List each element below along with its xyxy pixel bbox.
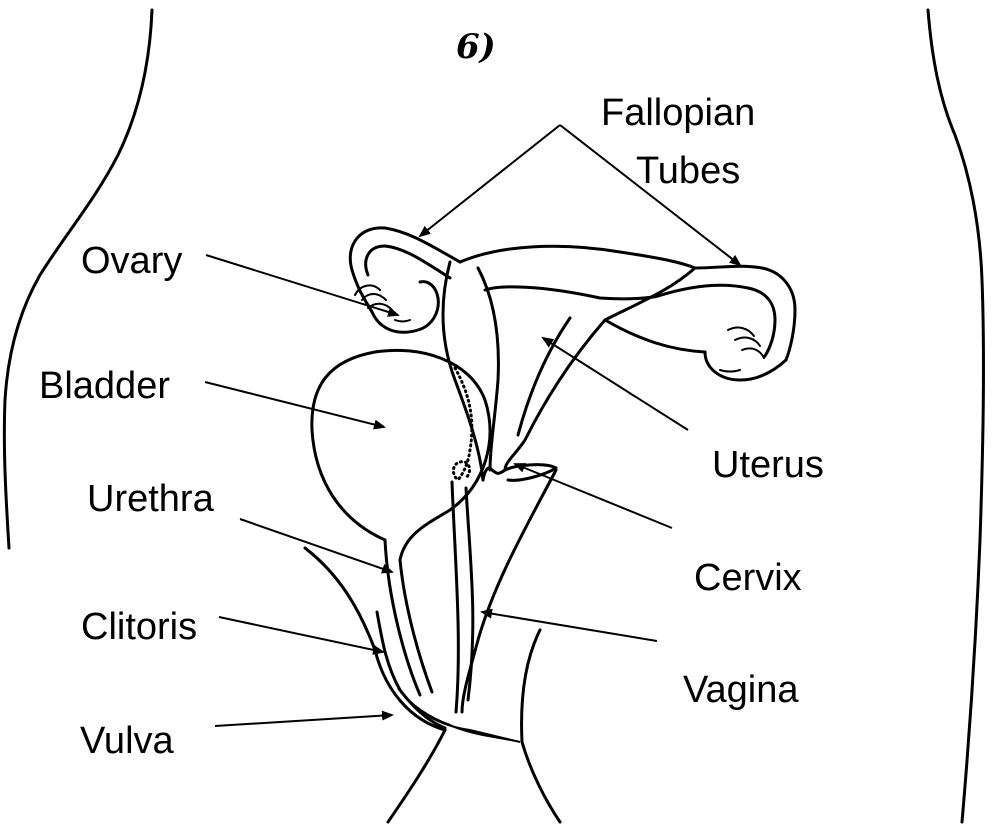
fallopian-leader-left	[420, 125, 560, 236]
label-ovary: Ovary	[81, 240, 182, 282]
bladder-leader	[205, 382, 384, 427]
handwritten-annotation: 6)	[456, 27, 496, 67]
vagina-right-wall	[462, 470, 556, 712]
right-fimbriae	[728, 328, 764, 358]
vagina-shape	[452, 470, 556, 712]
urethra-leader	[240, 519, 392, 572]
right-tube-outer	[695, 266, 795, 360]
label-bladder: Bladder	[39, 365, 170, 407]
cervix-leader	[515, 464, 672, 528]
label-vagina: Vagina	[683, 669, 799, 711]
right-ovary	[705, 352, 786, 380]
right-tube-inner	[658, 285, 775, 356]
label-clitoris: Clitoris	[81, 606, 197, 648]
vulva-shape	[305, 548, 520, 742]
label-urethra: Urethra	[87, 478, 215, 520]
label-cervix: Cervix	[694, 557, 802, 599]
right-ovary-detail	[720, 370, 740, 372]
label-uterus: Uterus	[712, 444, 824, 486]
uterus-outline	[443, 246, 695, 480]
right-tube-lower	[605, 320, 705, 352]
left-ovary	[372, 282, 438, 333]
label-vulva: Vulva	[80, 720, 175, 762]
vulva-leader	[215, 715, 392, 726]
vagina-left-wall	[452, 482, 458, 712]
left-ovary-detail	[395, 320, 410, 322]
vagina-leader	[482, 612, 657, 641]
label-fallopian-line2: Tubes	[636, 150, 740, 192]
label-fallopian-line1: Fallopian	[601, 92, 755, 134]
labels: Fallopian Tubes Ovary Bladder Uterus Ure…	[39, 92, 824, 762]
right-thigh-contour	[522, 630, 560, 822]
urethra-right-wall	[400, 560, 432, 692]
uterus-shape	[443, 246, 695, 480]
uterus-leader	[543, 338, 688, 430]
cervix-outline	[483, 465, 556, 481]
clitoris-leader	[219, 617, 383, 652]
fallopian-leader-right	[560, 125, 740, 265]
right-body-contour	[928, 10, 983, 822]
left-thigh-contour	[388, 730, 445, 822]
right-tube-shape	[605, 266, 795, 380]
bladder-shape	[312, 350, 490, 560]
